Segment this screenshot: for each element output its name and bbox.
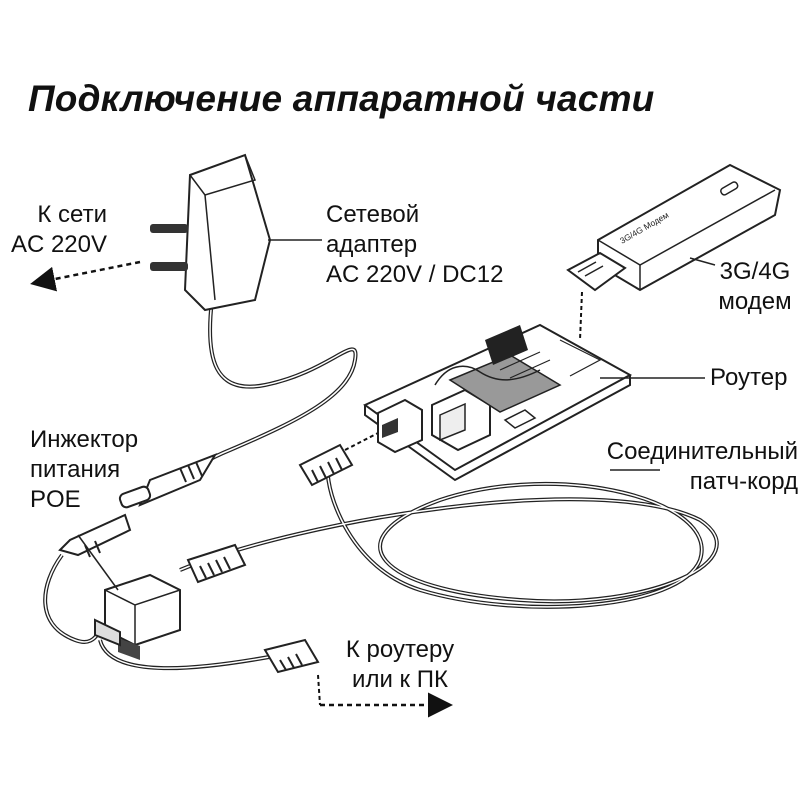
modem-to-router-dash [579,291,583,341]
poe-injector [94,573,181,660]
router-label: Роутер [710,364,788,391]
dc-cable [189,299,358,472]
dc-barrel-plug [118,453,218,509]
diagram-title: Подключение аппаратной части [28,78,655,119]
adapter-label: Сетевой адаптер AC 220V / DC12 [326,201,504,288]
injector-leader [77,534,119,591]
modem-leader [689,257,716,266]
plug-pin-top [150,224,188,233]
usb-modem: 3G/4G Модем [566,163,782,292]
rj45-plug-pc [263,638,320,674]
mains-arrow [30,260,141,292]
injector-port [118,637,140,660]
rj45-plug-router [298,443,354,487]
patch-cord-label: Соединительный патч-корд [606,438,798,495]
rj45-plug-injector [186,543,247,584]
plug-to-router-dash [344,431,381,451]
power-adapter [150,153,272,312]
modem-label: 3G/4G модем [718,258,792,315]
to-router-label: К роутеру или к ПК [345,636,455,693]
router-board [363,323,633,482]
injector-label: Инжектор питания POE [30,426,139,513]
injector-dc-socket [43,513,132,644]
mains-label: К сети AC 220V [10,201,107,258]
to-router-arrow [317,674,321,706]
plug-pin-bottom [150,262,188,271]
